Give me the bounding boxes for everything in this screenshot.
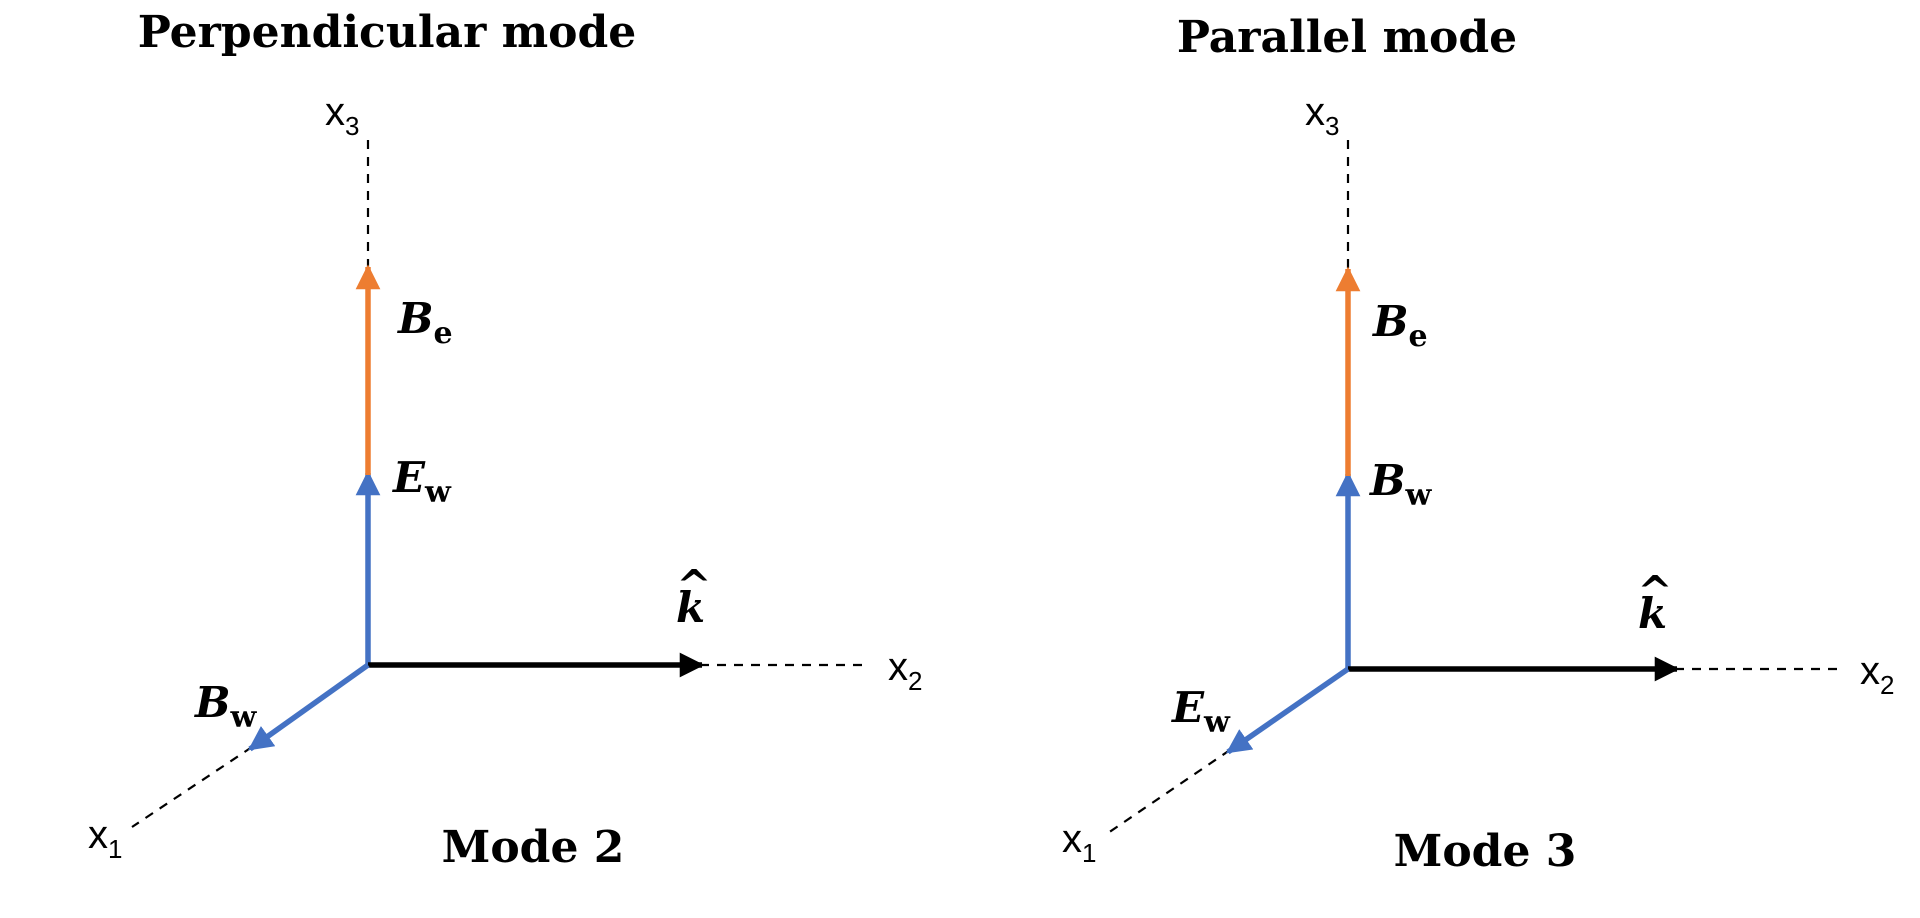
x1-axis-label: x1 bbox=[1062, 817, 1096, 868]
panel-title: Perpendicular mode bbox=[138, 7, 636, 58]
x2-axis-label: x2 bbox=[1860, 649, 1894, 700]
x3-axis-label: x3 bbox=[325, 90, 359, 141]
x1-axis-label: x1 bbox=[88, 813, 122, 864]
panel-caption: Mode 2 bbox=[442, 822, 625, 873]
x1-axis-dashed bbox=[1107, 749, 1231, 834]
diagonal-wave-label: Bw bbox=[194, 678, 258, 735]
panel-caption: Mode 3 bbox=[1394, 826, 1577, 877]
panel-title: Parallel mode bbox=[1177, 12, 1517, 63]
x3-axis-label: x3 bbox=[1305, 90, 1339, 141]
diagonal-wave-vector-arrow bbox=[247, 662, 370, 752]
x2-axis-label: x2 bbox=[888, 645, 922, 696]
panel-parallel: Parallel mode x3 x2 x1 Be Bw Ew k ^ bbox=[1062, 12, 1894, 877]
panel-perpendicular: Perpendicular mode x3 x2 x1 Be Ew Bw k bbox=[88, 7, 922, 873]
wave-vector-label: k bbox=[1638, 589, 1667, 638]
wave-vector-hat: ^ bbox=[1637, 567, 1672, 616]
wave-vector-hat: ^ bbox=[676, 561, 711, 610]
x1-axis-dashed bbox=[131, 746, 253, 828]
vertical-wave-label: Ew bbox=[392, 453, 452, 510]
external-field-label: Be bbox=[1372, 297, 1428, 354]
diagonal-wave-label: Ew bbox=[1171, 683, 1231, 740]
external-field-label: Be bbox=[397, 294, 453, 351]
vertical-wave-label: Bw bbox=[1369, 456, 1433, 513]
wave-vector-label: k bbox=[676, 583, 705, 632]
diagonal-wave-vector-arrow bbox=[1225, 666, 1350, 755]
